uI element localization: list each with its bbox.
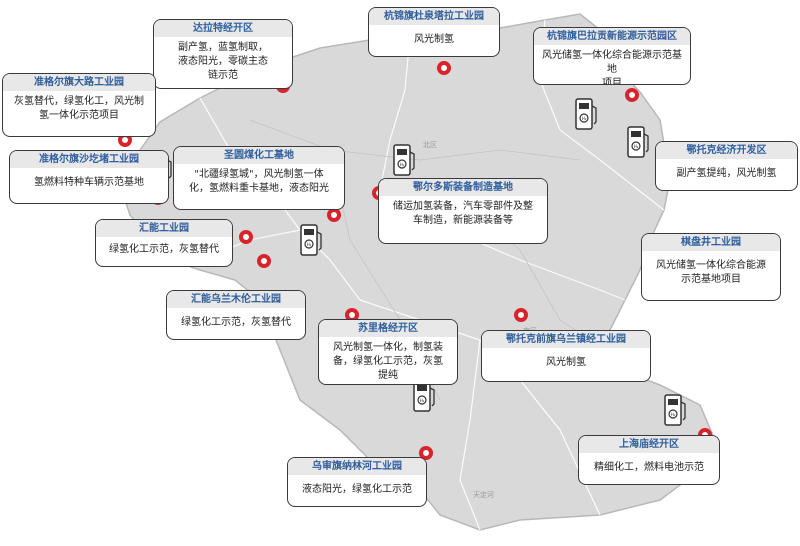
park-desc: 副产氢，蓝氢制取， 液态阳光，零碳主态 链示范 [178,42,268,81]
park-desc: 风光制氢 [414,34,454,45]
region-label-north: 北区 [423,141,437,149]
park-desc: 灰氢替代，绿氢化工，风光制 氢一体化示范项目 [14,96,144,121]
location-pin-icon[interactable] [514,308,528,322]
hydrogen-pump-icon: H₂ [627,124,651,160]
park-card-sulige[interactable]: 苏里格经开区 风光制氢一体化，制氢装 备，绿氢化工示范，灰氢 提纯 [318,319,458,385]
park-card-huineng[interactable]: 汇能工业园 绿氢化工示范，灰氢替代 [95,219,233,267]
park-desc: 风光制氢一体化，制氢装 备，绿氢化工示范，灰氢 提纯 [333,342,443,381]
svg-text:H₂: H₂ [582,116,587,121]
location-pin-icon[interactable] [419,446,433,460]
park-desc: 绿氢化工示范，灰氢替代 [109,244,219,255]
park-card-qipanjing[interactable]: 棋盘井工业园 风光储氢一体化综合能源 示范基地项目 [641,233,781,301]
hydrogen-pump-icon: H₂ [575,96,599,132]
park-card-etuokeqianqi-wulanzhen[interactable]: 鄂托克前旗乌兰镇经工业园 风光制氢 [481,330,651,382]
location-pin-icon[interactable] [437,61,451,75]
svg-text:H₂: H₂ [634,144,639,149]
location-pin-icon[interactable] [625,88,639,102]
park-title: 杭锦旗巴拉贡新能源示范园区 [534,28,690,45]
svg-text:H₂: H₂ [400,162,405,167]
park-desc: 氢燃料特种车辆示范基地 [34,177,144,188]
park-title: 准格尔旗沙圪堵工业园 [10,151,168,168]
park-card-huineng-wulanmulun[interactable]: 汇能乌兰木伦工业园 绿氢化工示范，灰氢替代 [166,290,306,340]
park-desc: 液态阳光，绿氢化工示范 [302,484,412,495]
park-title: 上海庙经开区 [579,436,719,453]
park-card-hangjin-duquan[interactable]: 杭锦旗杜泉塔拉工业园 风光制氢 [368,7,500,57]
hydrogen-pump-icon: H₂ [413,378,437,414]
park-card-shengyuan[interactable]: 圣圆煤化工基地 "北疆绿氢城"，风光制氢一体 化，氢燃料重卡基地，液态阳光 [173,146,345,210]
park-title: 圣圆煤化工基地 [174,147,344,164]
park-title: 鄂托克前旗乌兰镇经工业园 [482,331,650,348]
park-card-wushen-nalinhe[interactable]: 乌审旗纳林河工业园 液态阳光，绿氢化工示范 [287,457,427,507]
park-title: 苏里格经开区 [319,320,457,337]
park-title: 准格尔旗大路工业园 [3,74,155,91]
park-title: 汇能工业园 [96,220,232,237]
svg-text:H₂: H₂ [307,242,312,247]
park-desc: 风光储氢一体化综合能源示范基地 项目 [542,50,682,85]
park-title: 鄂尔多斯装备制造基地 [379,179,547,196]
park-card-hangjin-balagong[interactable]: 杭锦旗巴拉贡新能源示范园区 风光储氢一体化综合能源示范基地 项目 [533,27,691,85]
park-title: 杭锦旗杜泉塔拉工业园 [369,8,499,25]
svg-text:H₂: H₂ [420,398,425,403]
hydrogen-pump-icon: H₂ [664,392,688,428]
park-card-etuoke-econ[interactable]: 鄂托克经济开发区 副产氢提纯，风光制氢 [655,141,798,191]
park-card-ordos-equipment[interactable]: 鄂尔多斯装备制造基地 储运加氢装备，汽车零部件及整 车制造，新能源装备等 [378,178,548,244]
park-card-dalate[interactable]: 达拉特经开区 副产氢，蓝氢制取， 液态阳光，零碳主态 链示范 [153,19,293,89]
park-desc: 副产氢提纯，风光制氢 [676,168,777,179]
park-desc: 储运加氢装备，汽车零部件及整 车制造，新能源装备等 [393,201,533,226]
park-desc: 精细化工，燃料电池示范 [594,462,704,473]
location-pin-icon[interactable] [239,230,253,244]
park-card-shanghaimiao[interactable]: 上海庙经开区 精细化工，燃料电池示范 [578,435,720,485]
park-title: 达拉特经开区 [154,20,292,37]
park-title: 鄂托克经济开发区 [656,142,797,159]
park-desc: 绿氢化工示范，灰氢替代 [181,317,291,328]
park-card-zhungeer-shagedu[interactable]: 准格尔旗沙圪堵工业园 氢燃料特种车辆示范基地 [9,150,169,204]
park-desc: "北疆绿氢城"，风光制氢一体 化，氢燃料重卡基地，液态阳光 [189,169,329,194]
hydrogen-pump-icon: H₂ [393,142,417,178]
park-card-zhungeer-dalu[interactable]: 准格尔旗大路工业园 灰氢替代，绿氢化工，风光制 氢一体化示范项目 [2,73,156,137]
hydrogen-pump-icon: H₂ [300,222,324,258]
location-pin-icon[interactable] [327,208,341,222]
svg-text:H₂: H₂ [671,412,676,417]
park-desc: 风光制氢 [546,357,586,368]
river-label: 天定河 [473,491,494,499]
park-title: 汇能乌兰木伦工业园 [167,291,305,308]
park-title: 乌审旗纳林河工业园 [288,458,426,475]
location-pin-icon[interactable] [257,254,271,268]
park-desc: 风光储氢一体化综合能源 示范基地项目 [656,260,766,285]
park-title: 棋盘井工业园 [642,234,780,251]
